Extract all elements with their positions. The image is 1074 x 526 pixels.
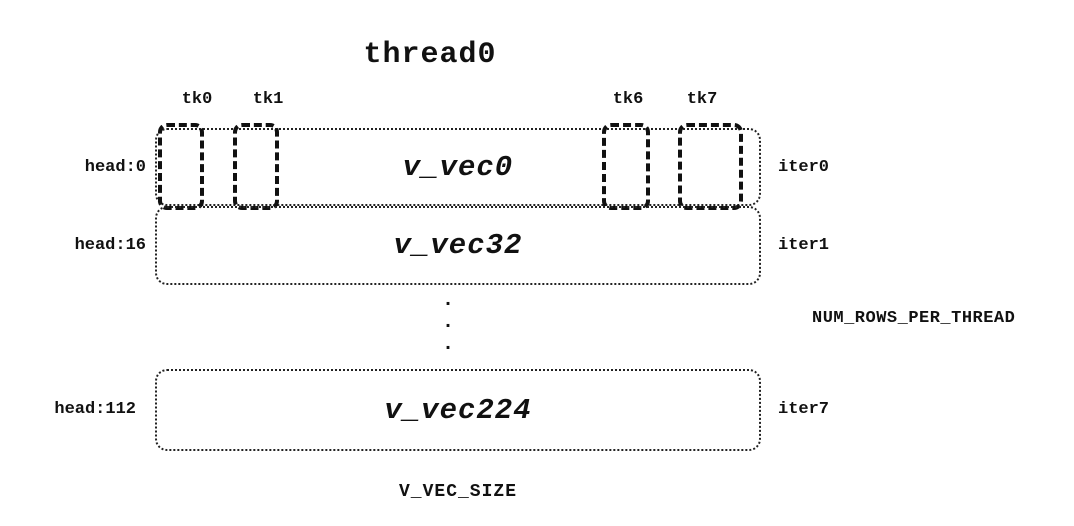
- v-vec32-box: v_vec32: [155, 206, 761, 285]
- v-vec224-box: v_vec224: [155, 369, 761, 451]
- tk0-label: tk0: [181, 90, 213, 109]
- iter7-label: iter7: [778, 400, 830, 419]
- head112-label: head:112: [54, 400, 136, 419]
- num-rows-per-thread-label: NUM_ROWS_PER_THREAD: [812, 309, 1016, 328]
- head16-label: head:16: [74, 236, 146, 255]
- tk7-label: tk7: [686, 90, 718, 109]
- tk1-box: [233, 123, 279, 210]
- tk1-label: tk1: [252, 90, 284, 109]
- ellipsis-dots: ...: [441, 289, 454, 356]
- iter1-label: iter1: [778, 236, 830, 255]
- v-vec32-label: v_vec32: [393, 229, 523, 262]
- iter0-label: iter0: [778, 158, 830, 177]
- diagram-title: thread0: [363, 38, 497, 72]
- v-vec-size-label: V_VEC_SIZE: [398, 482, 518, 502]
- tk6-label: tk6: [612, 90, 644, 109]
- tk6-box: [602, 123, 650, 210]
- head0-label: head:0: [84, 158, 146, 177]
- tk7-box: [678, 123, 743, 210]
- v-vec224-label: v_vec224: [384, 393, 532, 427]
- tk0-box: [158, 123, 204, 210]
- v-vec0-box: v_vec0: [155, 128, 761, 206]
- v-vec0-label: v_vec0: [402, 150, 514, 184]
